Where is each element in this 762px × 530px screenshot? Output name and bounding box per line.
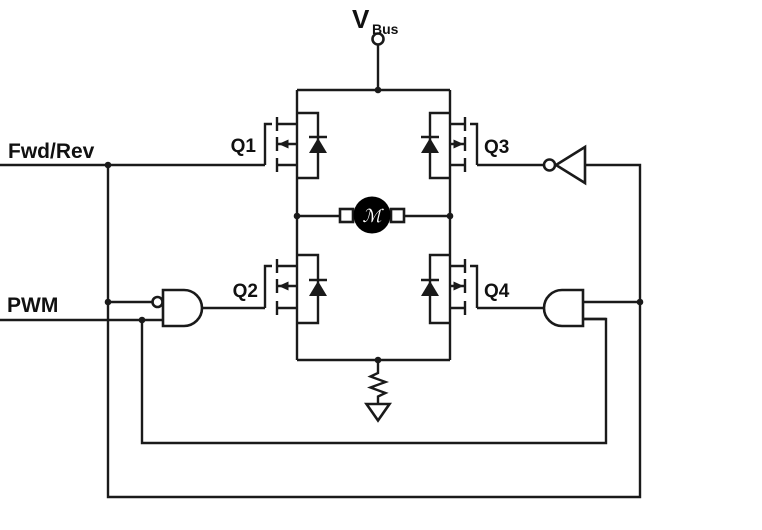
q1-diode-icon: [309, 138, 327, 153]
and-gate-icon: [542, 288, 585, 328]
and-gate: [477, 288, 640, 328]
junction-dot: [374, 86, 382, 94]
motor-right-terminal-icon: [389, 207, 406, 224]
power-rails: [295, 44, 452, 362]
junction-dot: [104, 298, 112, 306]
q4-gate-bracket: [470, 264, 479, 308]
q2-body-arrow-icon: [278, 281, 289, 291]
fwd-rev-loop-wire: [106, 163, 642, 499]
junction-dot: [636, 298, 644, 306]
junction-dot: [293, 212, 301, 220]
mosfet-q4: Q4: [421, 253, 510, 325]
q1-gate-bracket: [263, 122, 272, 165]
pwm-loop-wire: [140, 317, 608, 445]
pwm-label: PWM: [7, 294, 58, 317]
q1-label: Q1: [231, 136, 257, 157]
inverter-bubble-icon: [542, 158, 557, 172]
junction-dots: [104, 86, 644, 364]
junction-dot: [446, 212, 454, 220]
fwd-rev-label: Fwd/Rev: [8, 140, 95, 163]
q4-channel-icon: [450, 259, 467, 315]
q3-gate-bracket: [470, 122, 479, 165]
q2-channel-icon: [275, 259, 297, 315]
junction-dot: [104, 161, 112, 169]
dc-motor: ℳ: [297, 196, 450, 234]
and-gate-inverted-input: [151, 288, 265, 328]
q1-channel-icon: [275, 117, 297, 172]
vbus-terminal: V Bus: [352, 4, 399, 46]
junction-dot: [138, 316, 146, 324]
q4-diode-icon: [421, 281, 439, 296]
motor-left-terminal-icon: [338, 207, 355, 224]
q2-gate-bracket: [263, 264, 272, 308]
sense-resistor-icon: [367, 360, 389, 404]
vbus-terminal-icon: [371, 32, 385, 46]
inverter: [477, 144, 587, 186]
vbus-sub-label: Bus: [372, 21, 399, 37]
q2-diode-icon: [309, 281, 327, 296]
and-inverted-gate-icon: [161, 288, 204, 328]
q4-label: Q4: [484, 281, 510, 302]
q3-label: Q3: [484, 137, 509, 158]
ground-branch: [364, 360, 392, 423]
junction-dot: [374, 356, 382, 364]
motor-icon: [353, 196, 391, 234]
ground-icon: [364, 402, 392, 423]
motor-label: ℳ: [362, 206, 384, 227]
mosfet-q2: Q2: [233, 253, 327, 325]
q4-body-arrow-icon: [453, 281, 464, 291]
mosfet-q3: Q3: [421, 111, 509, 180]
q1-body-arrow-icon: [278, 139, 289, 149]
q3-diode-icon: [421, 138, 439, 153]
q2-label: Q2: [233, 281, 258, 302]
q3-channel-icon: [450, 117, 467, 172]
q3-body-arrow-icon: [453, 139, 464, 149]
inverter-triangle-icon: [553, 144, 587, 186]
input-invert-bubble-icon: [151, 295, 164, 309]
mosfet-q1: Q1: [231, 111, 327, 180]
vbus-label: V: [352, 4, 370, 34]
